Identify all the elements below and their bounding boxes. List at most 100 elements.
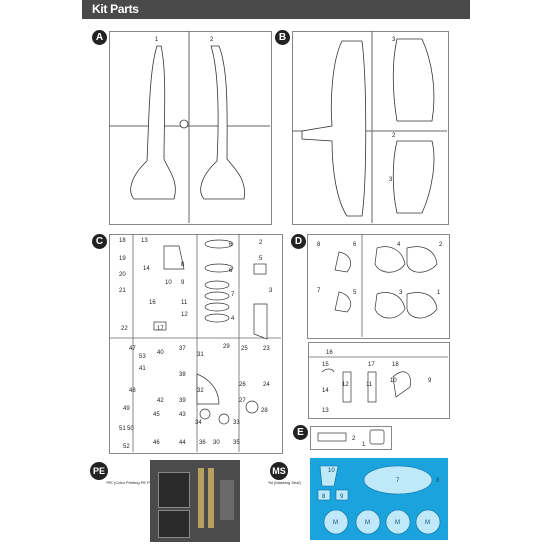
part-number-label: 19 — [119, 256, 126, 262]
part-label-b3b: 3 — [389, 177, 393, 183]
part-number-label: 8 — [436, 478, 440, 484]
part-number-label: 25 — [241, 346, 248, 352]
fuselage-half-2 — [200, 45, 245, 200]
part-number-label: 10 — [328, 468, 335, 474]
part-number-label: 8 — [322, 494, 326, 500]
part-number-label: 41 — [139, 366, 146, 372]
part-number-label: 12 — [342, 382, 349, 388]
sprue-a-drawing: 1 2 — [109, 31, 270, 223]
pe-small-parts — [220, 480, 234, 520]
part-label-d8: 8 — [317, 242, 321, 248]
part-number-label: 38 — [179, 372, 186, 378]
part-number-label: 17 — [368, 362, 375, 368]
part-number-label: 10 — [390, 378, 397, 384]
sprue-e-drawing: 2 1 — [317, 429, 385, 448]
part-number-label: 13 — [141, 238, 148, 244]
part-number-label: 11 — [366, 382, 373, 388]
part-number-label: 40 — [157, 350, 164, 356]
part-number-label: 26 — [239, 382, 246, 388]
part-number-label: 35 — [233, 440, 240, 446]
part-label-d2: 2 — [439, 242, 443, 248]
fuselage-half-1 — [130, 45, 176, 200]
section-badge-b: B — [275, 30, 290, 45]
part-number-label: 49 — [123, 406, 130, 412]
part-number-label: 3 — [269, 288, 273, 294]
sprue-mid-drawing: 16 15 17 18 14 12 11 10 9 13 — [308, 350, 448, 414]
part-label-b2: 2 — [392, 133, 396, 139]
pe-sheet — [150, 460, 240, 542]
part-number-label: 43 — [179, 412, 186, 418]
pe-seatbelt-right — [208, 468, 214, 528]
part-label-e1: 1 — [362, 442, 366, 448]
part-label-d5: 5 — [353, 290, 357, 296]
part-number-label: 5 — [259, 256, 263, 262]
pe-seatbelt-left — [198, 468, 204, 528]
part-number-label: M — [425, 520, 430, 526]
part-number-label: 36 — [199, 440, 206, 446]
section-badge-a: A — [92, 30, 107, 45]
upper-wing-left — [392, 38, 435, 122]
masking-shapes: 10 7 8 9 8 M M M M — [317, 465, 441, 535]
part-label-d3: 3 — [399, 290, 403, 296]
header-bar: Kit Parts — [82, 0, 470, 19]
part-number-label: 30 — [213, 440, 220, 446]
upper-wing-right — [392, 140, 435, 214]
part-number-label: 20 — [119, 272, 126, 278]
part-label-d1: 1 — [437, 290, 441, 296]
section-badge-pe: PE — [90, 462, 108, 480]
part-number-label: 14 — [322, 388, 329, 394]
part-number-label: 29 — [223, 344, 230, 350]
part-number-label: 37 — [179, 346, 186, 352]
part-number-label: 18 — [392, 362, 399, 368]
pe-instrument-panel-lower — [158, 510, 190, 538]
part-number-label: 23 — [263, 346, 270, 352]
section-badge-d: D — [291, 234, 306, 249]
part-number-label: 9 — [181, 280, 185, 286]
part-number-label: M — [365, 520, 370, 526]
part-number-label: 52 — [123, 444, 130, 450]
part-number-label: 53 — [139, 354, 146, 360]
pe-instrument-panel — [158, 472, 190, 508]
part-number-label: 17 — [157, 326, 164, 332]
part-number-label: 46 — [153, 440, 160, 446]
part-number-label: 33 — [233, 420, 240, 426]
part-label-a1: 1 — [155, 37, 159, 43]
sprue-d-drawing: 8 6 4 2 7 5 3 1 — [317, 234, 443, 337]
part-label-d7: 7 — [317, 288, 321, 294]
pe-caption: *PE (Color Printing PE Part) — [106, 480, 156, 485]
part-number-label: 50 — [127, 426, 134, 432]
masking-sheet: 10 7 8 9 8 M M M M — [310, 458, 448, 540]
part-number-label: 4 — [231, 316, 235, 322]
part-number-label: 6 — [229, 242, 233, 248]
part-number-label: 18 — [119, 238, 126, 244]
part-number-label: M — [395, 520, 400, 526]
part-number-label: 44 — [179, 440, 186, 446]
part-number-label: 12 — [181, 312, 188, 318]
part-number-label: 48 — [129, 388, 136, 394]
part-label-d6: 6 — [353, 242, 357, 248]
part-number-label: 45 — [153, 412, 160, 418]
part-number-label: 28 — [261, 408, 268, 414]
part-label-a2: 2 — [210, 37, 214, 43]
part-labels-c: 18 13 8 19 14 6 20 6 2 21 10 9 5 7 3 16 … — [119, 238, 273, 450]
section-badge-e: E — [293, 425, 308, 440]
part-number-label: 22 — [121, 326, 128, 332]
lower-wing — [301, 40, 367, 217]
part-number-label: 34 — [195, 420, 202, 426]
part-number-label: 11 — [181, 300, 188, 306]
part-number-label: 13 — [322, 408, 329, 414]
part-number-label: 8 — [181, 262, 185, 268]
part-number-label: 32 — [197, 388, 204, 394]
sprue-mid-frame — [308, 342, 450, 419]
part-number-label: 31 — [197, 352, 204, 358]
part-number-label: 42 — [157, 398, 164, 404]
part-number-label: 16 — [326, 350, 333, 356]
part-label-e2: 2 — [352, 436, 356, 442]
part-number-label: 6 — [229, 268, 233, 274]
part-number-label: 9 — [428, 378, 432, 384]
part-number-label: 39 — [179, 398, 186, 404]
part-number-label: 14 — [143, 266, 150, 272]
part-number-label: 7 — [396, 478, 400, 484]
section-badge-ms: MS — [270, 462, 288, 480]
part-number-label: 21 — [119, 288, 126, 294]
